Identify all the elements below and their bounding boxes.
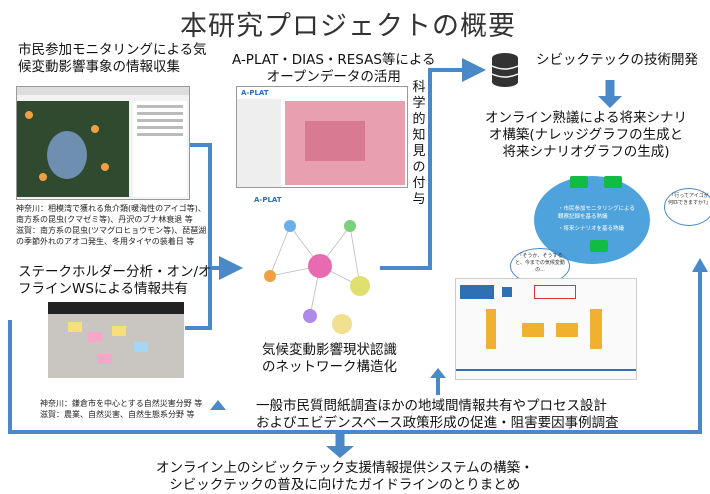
cycle-label-b: ・将来シナリオを基る熟議 bbox=[558, 226, 625, 232]
arrow-network-to-civictech bbox=[380, 58, 486, 270]
survey-label: 一般市民質問紙調査ほかの地域間情報共有やプロセス設計 およびエビデンスベース政策… bbox=[256, 398, 619, 431]
civictech-heading: シビックテックの技術開発 bbox=[536, 52, 698, 68]
workshop-photo bbox=[48, 302, 184, 378]
aplat-logo: A-PLAT bbox=[254, 196, 282, 204]
page-title: 本研究プロジェクトの概要 bbox=[180, 11, 516, 42]
deliberation-cycle-illustration: ・市民参加モニタリングによる観察記録を基る熟議 ・将来シナリオを基る熟議 bbox=[530, 168, 660, 268]
stakeholder-heading: ステークホルダー分析・オン/オ フラインWSによる情報共有 bbox=[18, 264, 212, 297]
cycle-label-a: ・市民参加モニタリングによる観察記録を基る熟議 bbox=[558, 206, 635, 220]
monitoring-notes: 神奈川：相模湾で獲れる魚介類(暖海性のアイゴ等)、 南方系の昆虫(クマゼミ等)、… bbox=[16, 204, 207, 246]
arrow-box1-to-network bbox=[190, 143, 243, 280]
speech-bubble: 「行ってアイゴが何匹できますか?」 bbox=[664, 188, 710, 226]
scientific-knowledge-label: 科 学 的 知 見 の 付 与 bbox=[412, 80, 426, 207]
network-graph: A-PLAT bbox=[250, 196, 380, 336]
person-icon bbox=[570, 176, 588, 188]
scenario-graph-diagram bbox=[455, 278, 637, 380]
aplat-logo: A-PLAT bbox=[241, 89, 269, 97]
stakeholder-notes: 神奈川：鎌倉市を中心とする自然災害分野 等 滋賀：農業、自然災害、自然生態系分野… bbox=[40, 399, 203, 419]
footer-label: オンライン上のシビックテック支援情報提供システムの構築・ シビックテックの普及に… bbox=[156, 460, 534, 493]
deliberation-heading: オンライン熟議による将来シナリ オ構築(ナレッジグラフの生成と 将来シナリオグラ… bbox=[484, 110, 688, 160]
person-icon bbox=[604, 176, 622, 188]
network-structuring-label: 気候変動影響現状認識 のネットワーク構造化 bbox=[262, 342, 397, 375]
monitoring-screenshot bbox=[16, 86, 190, 200]
person-icon bbox=[590, 240, 608, 252]
arrow-box5-to-network bbox=[185, 268, 212, 330]
monitoring-heading: 市民参加モニタリングによる気 候変動影響事象の情報収集 bbox=[18, 42, 207, 75]
open-data-heading: A-PLAT・DIAS・RESAS等による オープンデータの活用 bbox=[232, 52, 436, 85]
bottom-bracket bbox=[8, 268, 702, 434]
aplat-screenshot: A-PLAT bbox=[236, 86, 408, 188]
